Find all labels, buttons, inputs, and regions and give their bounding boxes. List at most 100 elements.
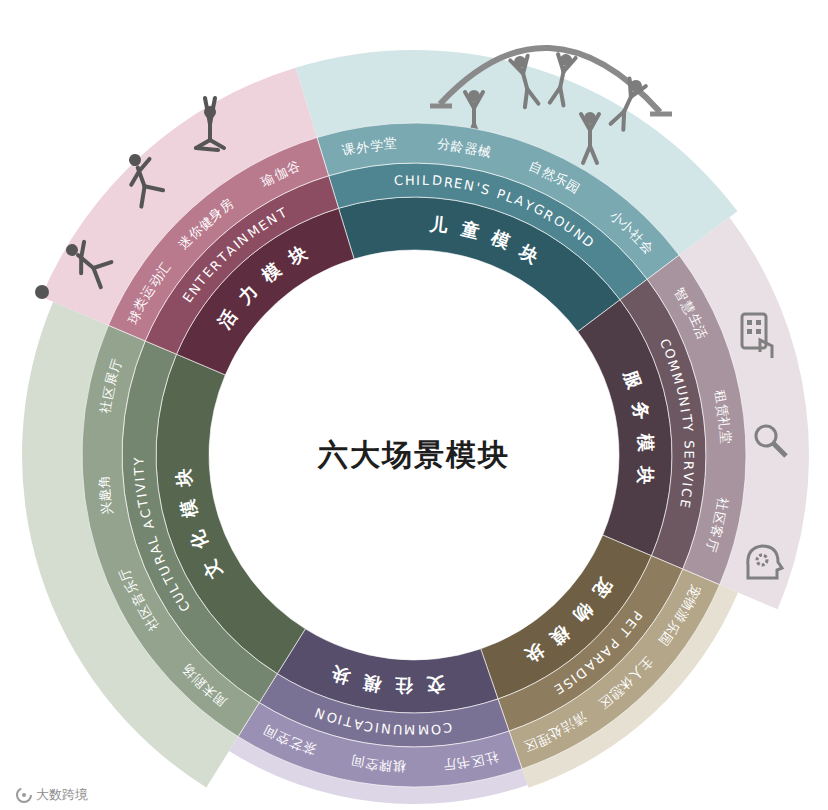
arc-glyph: 赁 bbox=[715, 403, 730, 418]
arc-glyph: 厅 bbox=[443, 758, 457, 772]
arc-glyph: I bbox=[133, 477, 146, 482]
arc-glyph: N bbox=[676, 396, 691, 408]
arc-glyph: 空 bbox=[364, 757, 379, 772]
arc-label: 服务模块 bbox=[615, 362, 663, 493]
arc-label: 球类运动汇 bbox=[121, 257, 176, 331]
sector-fill bbox=[238, 703, 522, 787]
arc-glyph: 牌 bbox=[379, 759, 393, 773]
arc-glyph: 模 bbox=[636, 433, 655, 452]
arc-glyph: T bbox=[133, 467, 146, 476]
arc-glyph: E bbox=[682, 450, 695, 458]
arc-glyph: C bbox=[442, 721, 453, 735]
center-title: 六大场景模块 bbox=[318, 435, 510, 476]
arc-glyph: 外 bbox=[355, 140, 370, 155]
arc-glyph: T bbox=[680, 413, 694, 423]
arc-glyph: 模 bbox=[547, 622, 572, 647]
arc-label: 清洁处理区 bbox=[517, 706, 593, 757]
arc-glyph: 棋 bbox=[393, 760, 407, 774]
arc-glyph: V bbox=[681, 471, 695, 481]
arc-glyph: 务 bbox=[631, 400, 652, 421]
arc-glyph: 块 bbox=[286, 242, 311, 267]
arc-glyph: E bbox=[453, 177, 463, 191]
arc-glyph: Y bbox=[681, 423, 695, 432]
arc-glyph: 龄 bbox=[450, 139, 465, 154]
arc-glyph: 块 bbox=[635, 465, 654, 484]
arc-label: 儿童模块 bbox=[421, 207, 548, 272]
arc-glyph: 书 bbox=[456, 755, 471, 770]
arc-glyph: V bbox=[134, 482, 148, 492]
arc-glyph: C bbox=[138, 508, 153, 520]
arc-glyph: D bbox=[431, 174, 442, 188]
arc-label: 租赁礼堂 bbox=[707, 383, 738, 451]
arc-label: 课外学堂 bbox=[336, 131, 404, 163]
arc-glyph: 租 bbox=[713, 389, 728, 404]
arc-glyph: 服 bbox=[622, 369, 645, 392]
arc-glyph: C bbox=[393, 174, 403, 188]
module-band: 儿童模块CHILDREN'S PLAYGROUND bbox=[326, 161, 649, 334]
arc-glyph bbox=[682, 433, 695, 438]
arc-glyph: C bbox=[679, 487, 693, 498]
arc-glyph: 块 bbox=[330, 663, 353, 686]
ring-sector bbox=[645, 253, 748, 587]
item-band: 球类运动汇迷你健身房瑜伽谷 bbox=[106, 135, 331, 343]
arc-label: 小小社会 bbox=[603, 204, 659, 259]
arc-glyph: 分 bbox=[436, 137, 450, 151]
arc-glyph: A bbox=[141, 519, 156, 531]
arc-glyph: 化 bbox=[187, 528, 210, 551]
arc-glyph: Y bbox=[132, 457, 145, 465]
arc-glyph: N bbox=[381, 722, 392, 736]
arc-glyph: 社 bbox=[98, 399, 113, 414]
arc-label: ENTERTAINMENT bbox=[175, 201, 294, 311]
arc-glyph: 堂 bbox=[383, 137, 397, 151]
item-band: 课外学堂分龄器械自然乐园小小社会 bbox=[314, 121, 681, 282]
arc-glyph: I bbox=[679, 407, 692, 413]
ring-sector bbox=[236, 700, 525, 789]
arc-glyph: 块 bbox=[521, 641, 546, 666]
arc-glyph: 间 bbox=[350, 754, 365, 769]
arc-glyph: 模 bbox=[178, 498, 200, 520]
arc-label: 茶艺空间 bbox=[258, 719, 322, 762]
arc-glyph: O bbox=[430, 722, 441, 736]
arc-glyph: U bbox=[392, 723, 402, 737]
climbing-frame bbox=[430, 48, 672, 163]
arc-glyph: 模 bbox=[259, 260, 284, 285]
arc-glyph: L bbox=[422, 174, 430, 187]
arc-label: 社区展厅 bbox=[93, 352, 128, 419]
arc-label: 自然乐园 bbox=[522, 155, 585, 200]
arc-glyph: 社 bbox=[483, 749, 499, 765]
arc-glyph: I bbox=[374, 721, 380, 734]
arc-glyph: 文 bbox=[200, 556, 225, 581]
arc-glyph: 课 bbox=[341, 142, 356, 157]
arc-glyph: 交 bbox=[426, 676, 446, 696]
service-icons bbox=[742, 314, 786, 578]
arc-glyph: C bbox=[363, 719, 374, 733]
arc-label: 迷你健身房 bbox=[172, 192, 240, 255]
arc-glyph: I bbox=[135, 493, 148, 499]
arc-glyph: M bbox=[417, 723, 429, 736]
arc-label: COMMUNITY SERVICE bbox=[652, 330, 702, 516]
arc-glyph: 厅 bbox=[704, 537, 720, 553]
arc-glyph: 趣 bbox=[97, 488, 112, 503]
watermark-logo bbox=[17, 788, 31, 802]
arc-glyph: 社 bbox=[715, 497, 730, 512]
module-band: 活力模块ENTERTAINMENT bbox=[143, 173, 356, 377]
sector-fill bbox=[647, 255, 746, 585]
arc-glyph: 区 bbox=[470, 753, 485, 768]
sector-fill bbox=[82, 325, 259, 736]
arc-glyph: M bbox=[670, 371, 686, 385]
arc-glyph: R bbox=[682, 460, 695, 470]
arc-glyph: 兴 bbox=[99, 501, 114, 516]
arc-glyph: 展 bbox=[104, 371, 120, 387]
arc-glyph: H bbox=[405, 173, 415, 186]
arc-glyph: 活 bbox=[214, 306, 239, 331]
arc-label: 智慧生活 bbox=[669, 282, 714, 345]
arc-glyph: 块 bbox=[174, 468, 194, 488]
arc-glyph: R bbox=[443, 175, 454, 189]
arc-glyph: M bbox=[404, 723, 415, 736]
item-band: 宠物游乐园主人休憩区清洁处理区 bbox=[507, 567, 722, 771]
arc-glyph: 区 bbox=[712, 511, 727, 526]
arc-glyph: 儿 bbox=[429, 215, 449, 235]
watermark: 大数跨境 bbox=[36, 786, 88, 804]
sector-fill bbox=[509, 569, 720, 769]
arc-glyph: N bbox=[463, 178, 475, 193]
